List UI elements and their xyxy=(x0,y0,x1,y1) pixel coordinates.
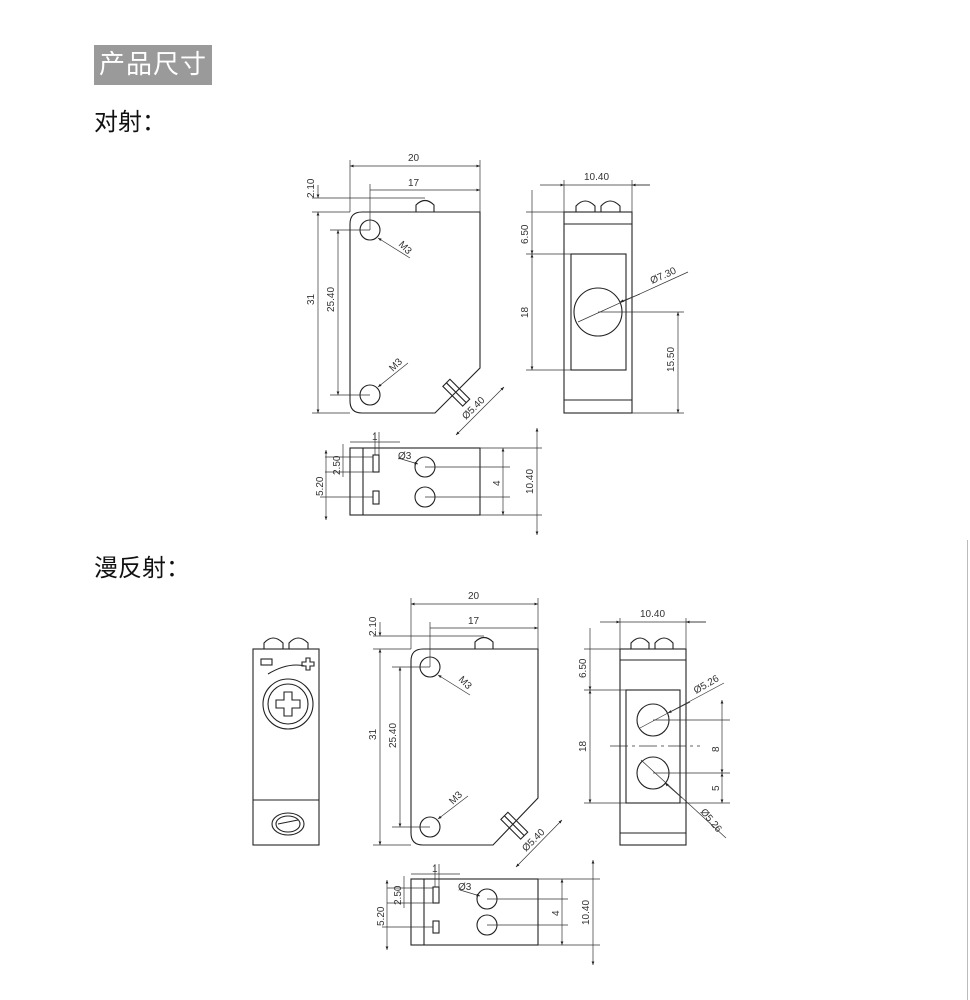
dim-height: 31 xyxy=(368,728,379,740)
diffuse-bottom-view: 4 10.40 1 2.50 5.20 Ø3 xyxy=(376,860,600,965)
through-beam-bottom-view: 4 10.40 1 2.50 5.20 Ø3 xyxy=(315,428,542,535)
dim-slot: 1 xyxy=(372,432,378,443)
dim-bottom-width: 10.40 xyxy=(525,469,536,494)
dim-cable: Ø5.40 xyxy=(460,395,487,422)
dim-hole-offset: 17 xyxy=(408,178,420,189)
diffuse-side-view: 20 17 2.10 31 25.40 M3 M3 Ø5.40 xyxy=(368,591,563,868)
dim-pin: 2.50 xyxy=(332,455,343,475)
dim-thread-bottom: M3 xyxy=(387,356,405,374)
dim-hole: Ø3 xyxy=(458,882,472,893)
dim-pin-pitch: 5.20 xyxy=(315,476,326,496)
dim-hole-pitch: 25.40 xyxy=(388,723,399,748)
dim-top: 2.10 xyxy=(306,178,317,198)
heading-through-beam: 对射： xyxy=(94,108,166,136)
heading-diffuse: 漫反射： xyxy=(94,554,190,582)
diffuse-front-view: 10.40 6.50 18 8 5 Ø5.26 Ø5.26 xyxy=(578,609,730,846)
dim-front-top: 6.50 xyxy=(578,658,589,678)
dim-hole-offset: 17 xyxy=(468,616,480,627)
dim-hole-pitch-bottom: 4 xyxy=(492,480,503,486)
dim-width: 20 xyxy=(468,591,480,602)
dim-top: 2.10 xyxy=(368,616,379,636)
dim-slot: 1 xyxy=(432,864,438,875)
dim-lens-bottom: Ø5.26 xyxy=(698,807,724,835)
dim-hole-pitch: 25.40 xyxy=(326,287,337,312)
dim-window: 18 xyxy=(520,306,531,318)
dim-hole-pitch-bottom: 4 xyxy=(551,910,562,916)
dim-lens-top: Ø5.26 xyxy=(692,673,721,696)
dim-front-width: 10.40 xyxy=(640,609,665,620)
dim-front-top: 6.50 xyxy=(520,224,531,244)
dim-width: 20 xyxy=(408,153,420,164)
dim-lens-height: 15.50 xyxy=(666,347,677,372)
dim-bottom-width: 10.40 xyxy=(581,900,592,925)
dim-height: 31 xyxy=(306,293,317,305)
dim-thread-top: M3 xyxy=(456,674,474,692)
through-beam-side-view: 20 17 2.10 31 25.40 M3 M3 Ø5.40 xyxy=(306,153,505,436)
dim-lens-pitch: 8 xyxy=(711,746,722,752)
page-edge-line xyxy=(967,540,968,1000)
dim-pin-pitch: 5.20 xyxy=(376,906,387,926)
diffuse-left-view xyxy=(252,637,320,846)
dim-thread-bottom: M3 xyxy=(447,789,465,807)
dim-lens-offset: 5 xyxy=(711,785,722,791)
dim-lens: Ø7.30 xyxy=(649,265,679,286)
through-beam-front-view: 10.40 6.50 18 15.50 Ø7.30 xyxy=(520,172,689,414)
dim-thread-top: M3 xyxy=(396,239,414,257)
section-tag-product-dimensions: 产品尺寸 xyxy=(94,45,212,85)
dim-cable: Ø5.40 xyxy=(520,827,547,854)
dim-hole: Ø3 xyxy=(398,451,412,462)
dim-front-width: 10.40 xyxy=(584,172,609,183)
dim-pin: 2.50 xyxy=(393,885,404,905)
dim-window: 18 xyxy=(578,740,589,752)
